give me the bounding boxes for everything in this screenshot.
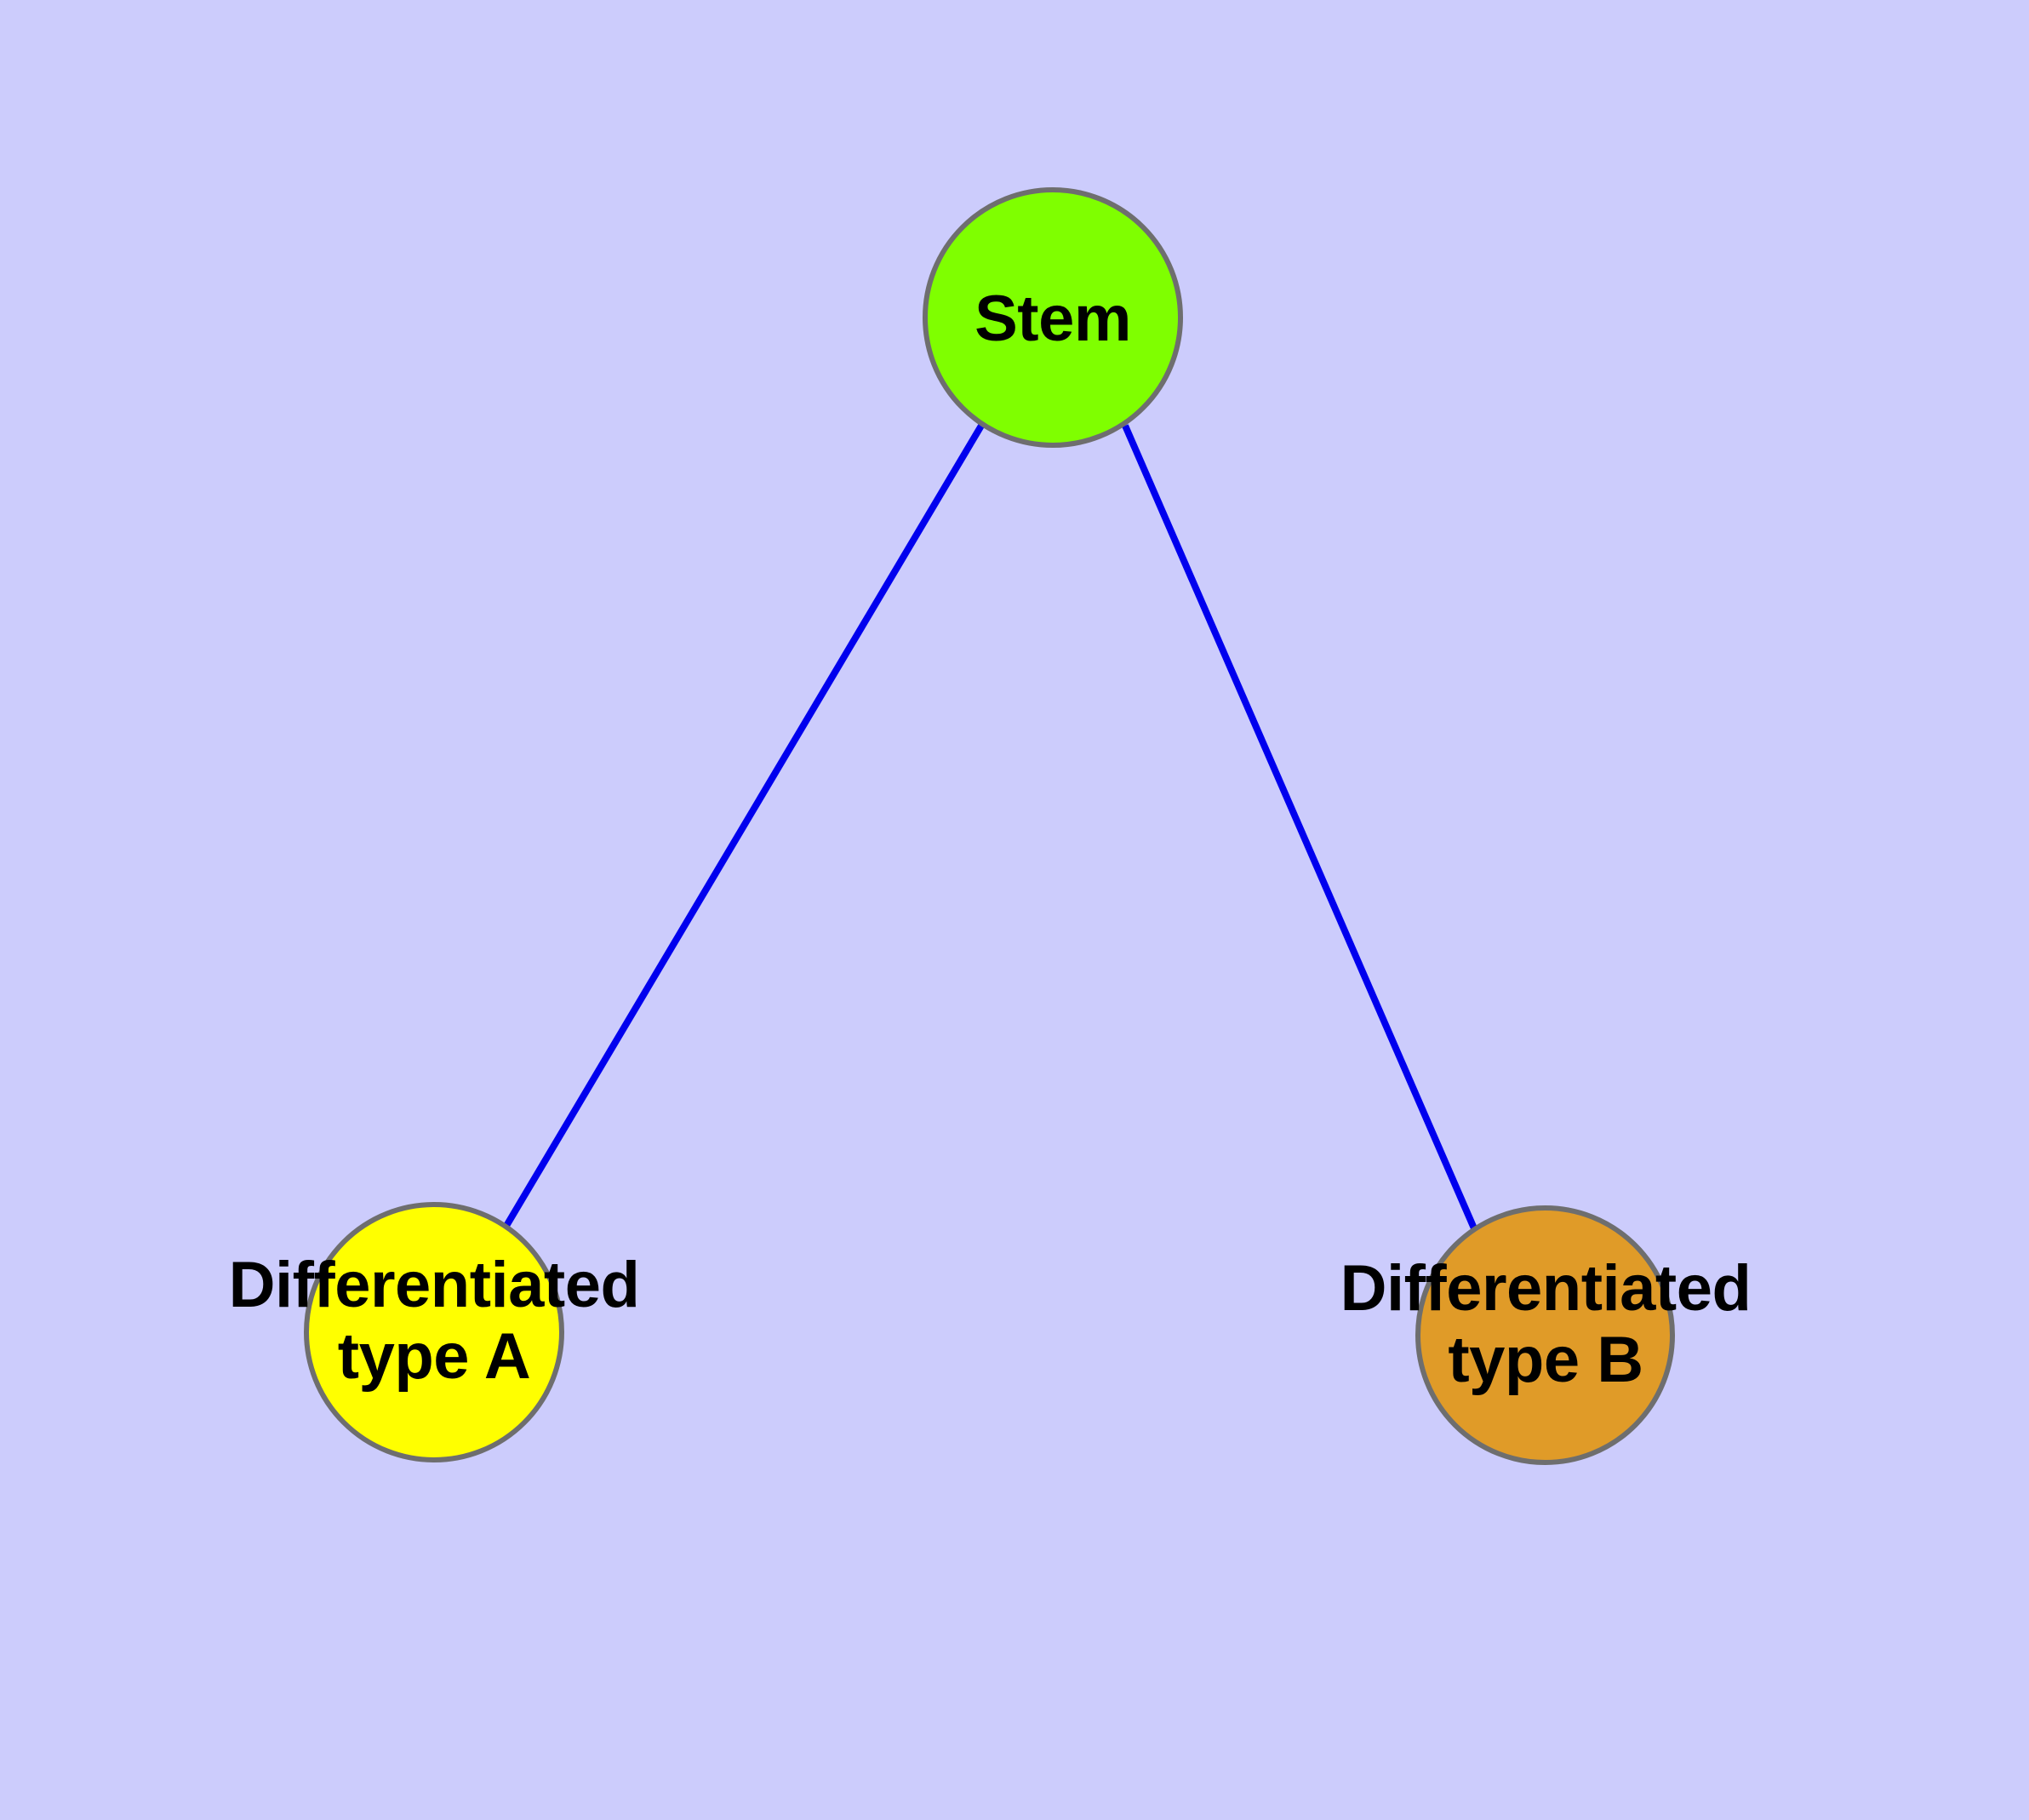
node-differentiated-type-b[interactable] — [1415, 1205, 1675, 1465]
node-stem[interactable] — [923, 187, 1183, 448]
edge-stem-to-type-b — [1122, 424, 1477, 1230]
edge-stem-to-type-a — [503, 423, 985, 1228]
node-differentiated-type-a[interactable] — [304, 1202, 564, 1462]
